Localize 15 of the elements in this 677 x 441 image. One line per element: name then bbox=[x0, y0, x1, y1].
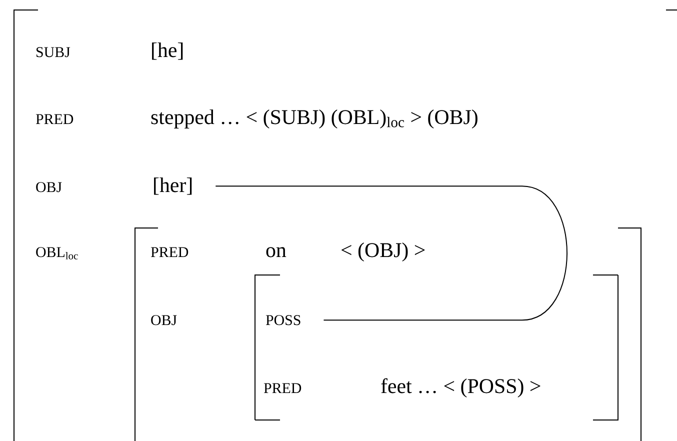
attribute-label: OBJ bbox=[36, 182, 62, 192]
value-text: stepped … < (SUBJ) (OBL)$_{loc}$ > (OBJ) bbox=[151, 109, 478, 128]
attribute-label: SUBJ bbox=[36, 47, 70, 58]
value-text: [her] bbox=[154, 177, 192, 195]
attribute-label: PRED bbox=[150, 247, 188, 258]
value-text: on bbox=[266, 247, 286, 258]
structure-sharing-line bbox=[215, 186, 568, 321]
attribute-label: POSS bbox=[266, 315, 300, 326]
attribute-label: OBJ bbox=[151, 315, 177, 326]
attribute-label: PRED bbox=[264, 383, 302, 394]
value-text: [he] bbox=[152, 42, 183, 60]
attribute-label: OBL$_{loc}$ bbox=[36, 247, 78, 260]
value-text: < (OBJ) > bbox=[342, 242, 425, 262]
attribute-label: PRED bbox=[36, 114, 74, 124]
value-text: feet … < (POSS) > bbox=[381, 378, 540, 398]
